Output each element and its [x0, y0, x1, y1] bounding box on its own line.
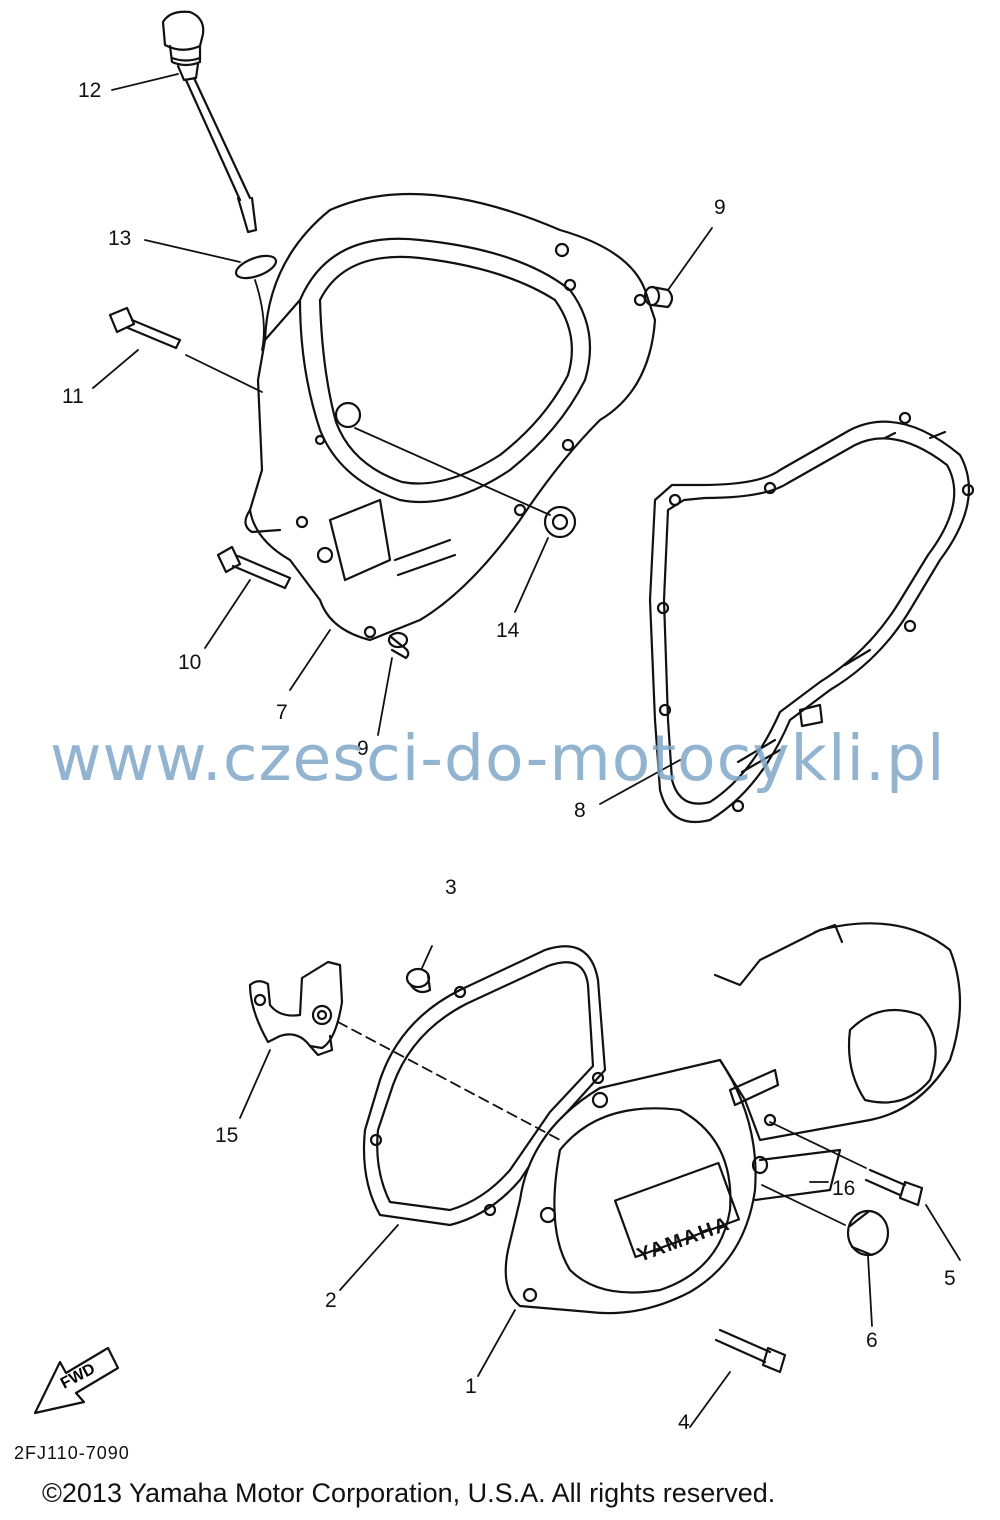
callout-10: 10 — [178, 651, 202, 674]
crankcase-cover-part-7 — [244, 192, 657, 642]
bolt-part-11 — [108, 306, 182, 350]
watermark-url: www.czesci-do-motocykli.pl — [50, 722, 946, 795]
callout-8: 8 — [574, 799, 586, 822]
bolt-part-10 — [216, 545, 292, 590]
drawing-code: 2FJ110-7090 — [14, 1443, 130, 1463]
callout-9-lower: 9 — [357, 737, 369, 760]
dowel-pin-part-9-lower — [387, 631, 410, 660]
bolt-part-4 — [714, 1328, 787, 1374]
callout-5: 5 — [944, 1267, 956, 1290]
o-ring-part-13 — [234, 254, 278, 280]
callout-16: 16 — [832, 1177, 856, 1200]
callout-13: 13 — [108, 227, 132, 250]
forward-direction-arrow — [33, 1346, 120, 1415]
dipstick-part-12 — [161, 10, 258, 234]
gasket-part-2 — [362, 945, 607, 1227]
callout-11: 11 — [62, 385, 84, 408]
dowel-pin-part-16 — [751, 1155, 769, 1175]
callout-3: 3 — [445, 876, 457, 899]
copyright-notice: ©2013 Yamaha Motor Corporation, U.S.A. A… — [42, 1478, 776, 1508]
callout-15: 15 — [215, 1124, 239, 1147]
callout-14: 14 — [496, 619, 520, 642]
grommet-part-3 — [405, 967, 432, 994]
plug-part-6 — [846, 1209, 890, 1257]
callout-1: 1 — [465, 1375, 477, 1398]
callout-6: 6 — [866, 1329, 878, 1352]
crankcase-cover-part-1 — [504, 922, 962, 1315]
callout-7: 7 — [276, 701, 288, 724]
gasket-part-8 — [648, 411, 975, 824]
callout-2: 2 — [325, 1289, 337, 1312]
callout-12: 12 — [78, 79, 102, 102]
callout-9-upper: 9 — [714, 196, 726, 219]
bracket-part-15 — [248, 960, 344, 1057]
leader-lines — [92, 73, 961, 1428]
oil-seal-part-14 — [543, 505, 577, 539]
bolt-part-5 — [864, 1168, 924, 1207]
callout-4: 4 — [678, 1411, 690, 1434]
